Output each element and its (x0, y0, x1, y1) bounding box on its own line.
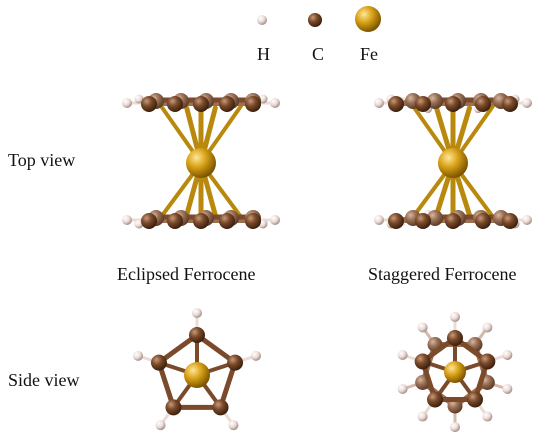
carbon-atom (227, 354, 244, 371)
hydrogen-atom (397, 384, 408, 395)
staggered-side-view (397, 311, 513, 433)
hydrogen-atom (155, 420, 166, 431)
eclipsed-side-view (133, 308, 261, 431)
legend-atoms (257, 6, 381, 32)
hydrogen-atom (270, 98, 280, 108)
carbon-atom (415, 96, 431, 112)
carbon-atom (388, 213, 404, 229)
legend-label-c: C (312, 44, 325, 64)
hydrogen-atom (122, 98, 132, 108)
carbon-atom (427, 391, 444, 408)
hydrogen-atom (228, 420, 239, 431)
hydrogen-atom (133, 350, 144, 361)
carbon-atom (141, 96, 157, 112)
hydrogen-atom (502, 384, 513, 395)
carbon-atom (189, 327, 205, 343)
carbon-atom (445, 96, 461, 112)
hydrogen-atom (450, 311, 460, 322)
carbon-atom (165, 399, 182, 416)
carbon-atom (167, 213, 183, 229)
carbon-atom (445, 213, 461, 229)
carbon-atom (502, 213, 518, 229)
hydrogen-atom (122, 215, 132, 225)
carbon-atom (479, 353, 496, 370)
carbon-atom (414, 353, 431, 370)
staggered-top-view (374, 93, 532, 229)
hydrogen-atom (250, 350, 261, 361)
carbon-atom-back (447, 398, 463, 414)
carbon-atom (388, 96, 404, 112)
carbon-atom (219, 213, 235, 229)
carbon-atom-back (427, 210, 443, 226)
hydrogen-atom (270, 215, 280, 225)
iron-atom (184, 362, 210, 388)
carbon-atom-back (427, 93, 443, 109)
carbon-atom (466, 391, 483, 408)
hydrogen-atom (450, 422, 460, 433)
hydrogen-atom (522, 215, 532, 225)
hydrogen-atom (374, 98, 384, 108)
legend-label-h: H (257, 44, 270, 64)
iron-atom (438, 148, 468, 178)
legend-c-atom (308, 13, 322, 27)
carbon-atom (167, 96, 183, 112)
hydrogen-atom (192, 308, 202, 318)
hydrogen-atom (482, 322, 493, 333)
carbon-atom (150, 354, 167, 371)
hydrogen-atom (134, 94, 144, 104)
carbon-atom (193, 96, 209, 112)
carbon-atom (475, 213, 491, 229)
carbon-atom (502, 96, 518, 112)
hydrogen-atom (417, 411, 428, 422)
hydrogen-atom (502, 349, 513, 360)
eclipsed-top-view (122, 93, 280, 229)
eclipsed-label: Eclipsed Ferrocene (117, 264, 256, 284)
hydrogen-atom (482, 411, 493, 422)
legend-label-fe: Fe (360, 44, 378, 64)
carbon-atom (141, 213, 157, 229)
iron-atom (186, 148, 216, 178)
carbon-atom (415, 213, 431, 229)
top-view-label: Top view (8, 150, 76, 170)
hydrogen-atom (417, 322, 428, 333)
carbon-atom (212, 399, 229, 416)
legend-h-atom (257, 15, 267, 25)
carbon-atom (193, 213, 209, 229)
iron-atom (444, 361, 466, 383)
carbon-atom (219, 96, 235, 112)
carbon-atom (245, 96, 261, 112)
carbon-atom (447, 330, 463, 346)
hydrogen-atom (522, 98, 532, 108)
staggered-label: Staggered Ferrocene (368, 264, 517, 284)
hydrogen-atom (397, 349, 408, 360)
legend-fe-atom (355, 6, 381, 32)
side-view-label: Side view (8, 370, 80, 390)
carbon-atom (475, 96, 491, 112)
carbon-atom (245, 213, 261, 229)
hydrogen-atom (374, 215, 384, 225)
